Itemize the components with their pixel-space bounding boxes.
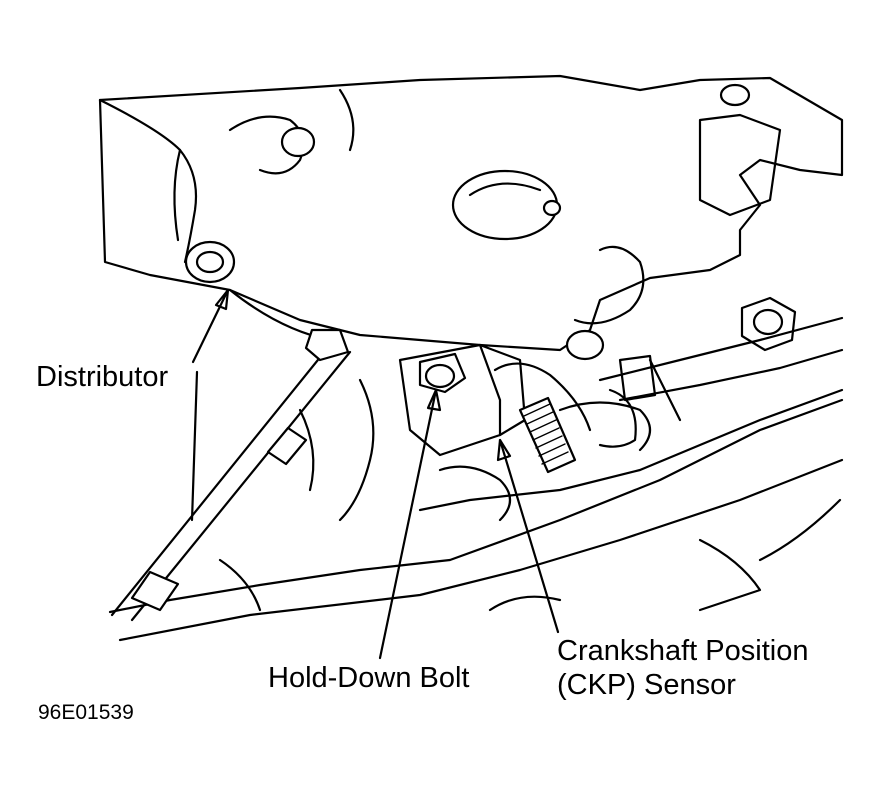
leader-ckp-sensor — [496, 438, 560, 634]
hold-down-bracket — [398, 343, 527, 457]
distributor-label: Distributor — [36, 361, 169, 393]
engine-block-lower — [108, 316, 844, 642]
ckp-sensor-label-line1: Crankshaft Position — [557, 635, 809, 667]
hold-down-bolt-label: Hold-Down Bolt — [268, 662, 470, 694]
ckp-sensor — [493, 362, 637, 474]
distributor-housing — [98, 74, 844, 361]
right-bolt — [740, 296, 797, 352]
ckp-sensor-label-line2: (CKP) Sensor — [557, 669, 736, 701]
leader-hold-down-bolt — [378, 388, 442, 660]
figure-id-label: 96E01539 — [38, 701, 134, 724]
leader-distributor — [190, 288, 230, 522]
control-rod — [110, 328, 352, 622]
